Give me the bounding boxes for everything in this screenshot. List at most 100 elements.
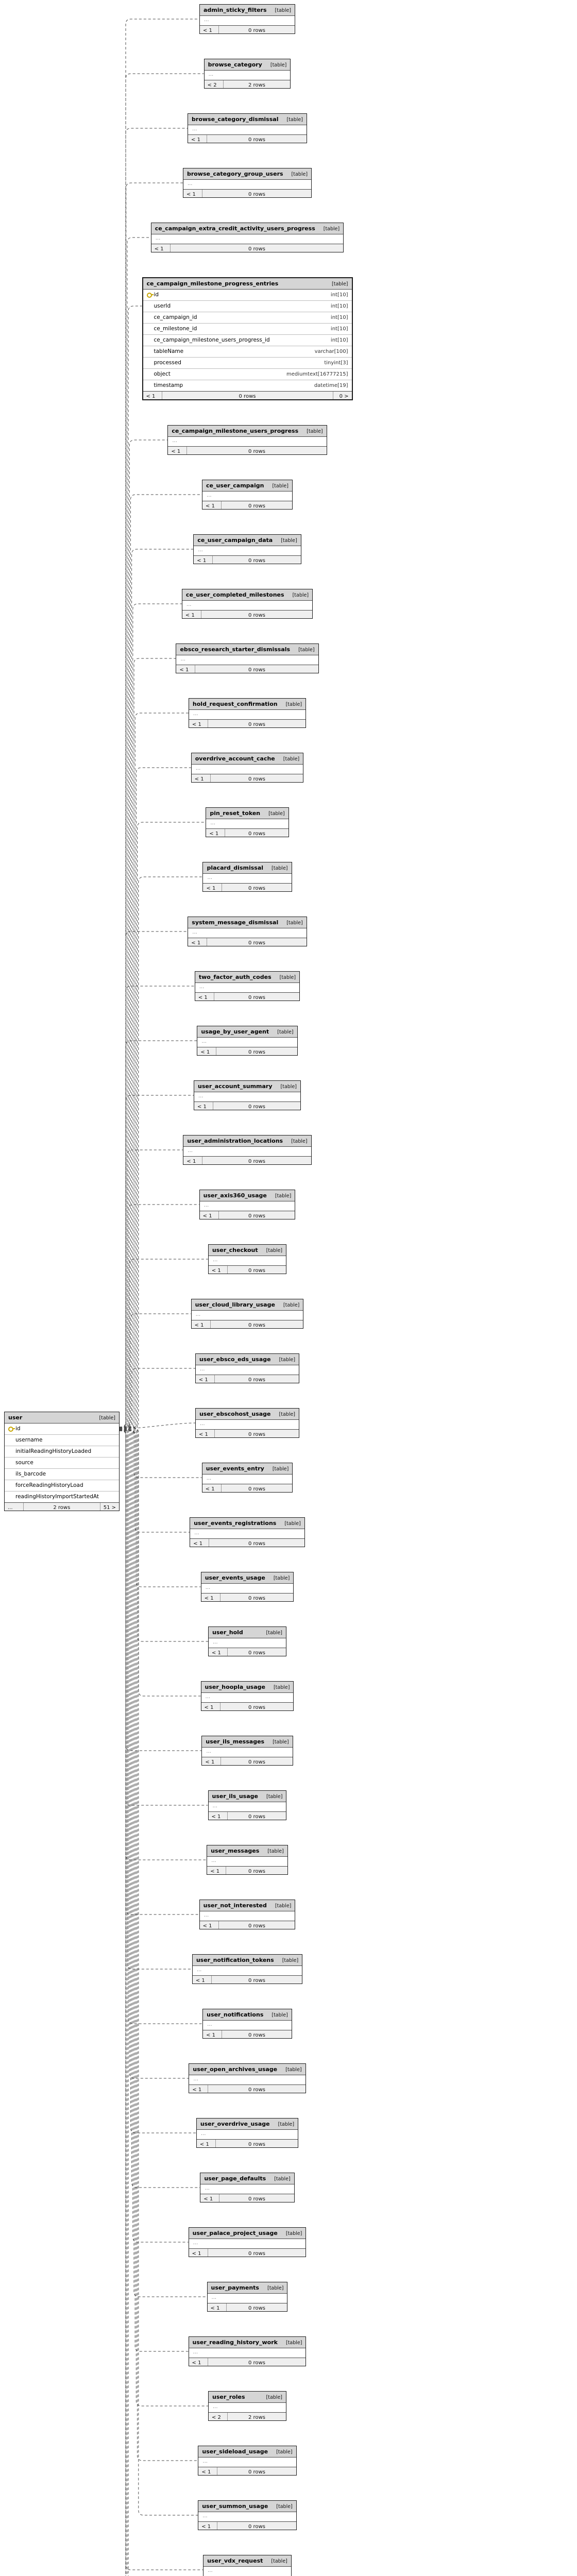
table-elided-columns: ... xyxy=(195,1312,201,1317)
table-node-user_notification_tokens[interactable]: user_notification_tokens [table] ... < 1… xyxy=(192,1954,303,1984)
table-name: user_ils_messages xyxy=(206,1738,265,1745)
table-elided-columns: ... xyxy=(172,438,177,444)
table-node-user_ebsco_eds_usage[interactable]: user_ebsco_eds_usage [table] ... < 1 0 r… xyxy=(195,1353,300,1383)
table-name: user_open_archives_usage xyxy=(193,2066,278,2073)
table-node-user_administration_locations[interactable]: user_administration_locations [table] ..… xyxy=(183,1135,312,1165)
table-name: user_events_entry xyxy=(206,1465,264,1472)
table-node-user_open_archives_usage[interactable]: user_open_archives_usage [table] ... < 1… xyxy=(189,2063,306,2093)
table-header: user_events_registrations [table] xyxy=(190,1518,304,1529)
table-elided-columns: ... xyxy=(196,1967,202,1973)
table-node-user_ils_usage[interactable]: user_ils_usage [table] ... < 1 0 rows xyxy=(208,1790,287,1820)
table-node-ce_campaign_extra_credit_activity_users_progress[interactable]: ce_campaign_extra_credit_activity_users_… xyxy=(150,223,344,252)
table-elided-columns: ... xyxy=(193,711,198,717)
table-parent-count: < 1 xyxy=(196,1430,215,1437)
table-node-user_hoopla_usage[interactable]: user_hoopla_usage [table] ... < 1 0 rows xyxy=(200,1681,294,1711)
table-parent-count: < 1 xyxy=(151,244,171,252)
implied-relationship-edge xyxy=(120,494,202,1428)
column-name-text: tableName xyxy=(154,348,184,354)
table-header: user_events_entry [table] xyxy=(202,1463,293,1475)
table-node-user_vdx_request[interactable]: user_vdx_request [table] ... < 1 0 rows xyxy=(203,2555,292,2576)
table-node-ce_user_campaign[interactable]: ce_user_campaign [table] ... < 1 0 rows xyxy=(202,480,293,510)
table-parent-count: < 1 xyxy=(189,2249,208,2257)
table-node-ce_campaign_milestone_users_progress[interactable]: ce_campaign_milestone_users_progress [ta… xyxy=(167,425,327,455)
table-type-badge: [table] xyxy=(279,975,296,980)
table-type-badge: [table] xyxy=(272,1466,289,1472)
table-node-ce_user_campaign_data[interactable]: ce_user_campaign_data [table] ... < 1 0 … xyxy=(193,534,301,564)
table-node-user_account_summary[interactable]: user_account_summary [table] ... < 1 0 r… xyxy=(193,1080,301,1110)
implied-relationship-edge xyxy=(120,1427,198,2461)
table-column-row: ce_campaign_milestone_users_progress_id … xyxy=(143,334,352,346)
table-footer: < 1 0 rows xyxy=(207,2303,287,2311)
table-node-user_sideload_usage[interactable]: user_sideload_usage [table] ... < 1 0 ro… xyxy=(198,2446,297,2476)
table-node-user_cloud_library_usage[interactable]: user_cloud_library_usage [table] ... < 1… xyxy=(191,1299,304,1329)
column-name-text: object xyxy=(154,371,171,377)
implied-relationship-edge xyxy=(120,1429,202,1478)
table-node-ce_user_completed_milestones[interactable]: ce_user_completed_milestones [table] ...… xyxy=(181,589,313,619)
table-node-hold_request_confirmation[interactable]: hold_request_confirmation [table] ... < … xyxy=(188,698,307,728)
table-type-badge: [table] xyxy=(285,2231,302,2236)
table-elided-columns: ... xyxy=(193,2349,198,2355)
table-node-system_message_dismissal[interactable]: system_message_dismissal [table] ... < 1… xyxy=(188,917,307,946)
table-parent-count: < 1 xyxy=(207,1867,227,1874)
table-node-browse_category_group_users[interactable]: browse_category_group_users [table] ... … xyxy=(182,168,312,198)
table-elided-columns: ... xyxy=(188,1148,193,1154)
table-node-user_reading_history_work[interactable]: user_reading_history_work [table] ... < … xyxy=(188,2336,307,2366)
table-name: system_message_dismissal xyxy=(192,919,279,926)
table-node-admin_sticky_filters[interactable]: admin_sticky_filters [table] ... < 1 0 r… xyxy=(199,4,296,34)
table-footer: < 1 0 rows xyxy=(151,244,344,252)
table-node-overdrive_account_cache[interactable]: overdrive_account_cache [table] ... < 1 … xyxy=(191,753,304,783)
table-node-user_not_interested[interactable]: user_not_interested [table] ... < 1 0 ro… xyxy=(199,1900,296,1929)
table-name: user_vdx_request xyxy=(207,2557,263,2564)
table-parent-count: < 1 xyxy=(188,135,208,143)
table-type-badge: [table] xyxy=(281,538,297,544)
table-name: ce_user_campaign xyxy=(206,482,264,489)
table-row-count: 0 rows xyxy=(248,137,265,143)
table-node-browse_category_dismissal[interactable]: browse_category_dismissal [table] ... < … xyxy=(188,113,307,143)
table-node-user_summon_usage[interactable]: user_summon_usage [table] ... < 1 0 rows xyxy=(198,2500,297,2530)
implied-relationship-edge xyxy=(119,1422,195,1429)
table-node-browse_category[interactable]: browse_category [table] ... < 2 2 rows xyxy=(203,59,291,89)
implied-relationship-edge xyxy=(120,876,203,1428)
table-node-user_events_entry[interactable]: user_events_entry [table] ... < 1 0 rows xyxy=(201,1463,293,1493)
table-elided-columns: ... xyxy=(198,1093,203,1099)
table-node-ce_campaign_milestone_progress_entries[interactable]: ce_campaign_milestone_progress_entries [… xyxy=(142,277,353,400)
table-footer: < 1 0 rows xyxy=(202,1484,293,1492)
table-node-usage_by_user_agent[interactable]: usage_by_user_agent [table] ... < 1 0 ro… xyxy=(197,1026,298,1056)
table-node-placard_dismissal[interactable]: placard_dismissal [table] ... < 1 0 rows xyxy=(202,862,292,892)
table-row-count: 0 rows xyxy=(248,1486,265,1492)
table-parent-count: < 1 xyxy=(183,1157,203,1164)
table-node-ebsco_research_starter_dismissals[interactable]: ebsco_research_starter_dismissals [table… xyxy=(176,643,319,673)
table-node-user_events_usage[interactable]: user_events_usage [table] ... < 1 0 rows xyxy=(200,1572,294,1602)
table-node-user_events_registrations[interactable]: user_events_registrations [table] ... < … xyxy=(190,1517,305,1547)
table-node-user_messages[interactable]: user_messages [table] ... < 1 0 rows xyxy=(207,1845,288,1875)
column-name: processed xyxy=(147,359,181,367)
table-node-user_axis360_usage[interactable]: user_axis360_usage [table] ... < 1 0 row… xyxy=(199,1190,296,1219)
table-footer: < 1 0 rows xyxy=(194,555,301,564)
table-columns: id int[10] userId int[10] ce_campaign_id… xyxy=(143,290,352,391)
table-type-badge: [table] xyxy=(271,2012,288,2018)
column-name: ils_barcode xyxy=(8,1470,46,1478)
implied-relationship-edge xyxy=(120,439,168,1431)
table-node-user_overdrive_usage[interactable]: user_overdrive_usage [table] ... < 1 0 r… xyxy=(196,2118,299,2148)
user-pk-row: id xyxy=(5,1423,119,1434)
table-node-user_ils_messages[interactable]: user_ils_messages [table] ... < 1 0 rows xyxy=(201,1736,293,1766)
table-header: user_hoopla_usage [table] xyxy=(201,1682,294,1693)
table-elided-columns: ... xyxy=(210,820,215,826)
table-node-user_hold[interactable]: user_hold [table] ... < 1 0 rows xyxy=(208,1626,286,1656)
table-column-row: processed tinyint[3] xyxy=(143,357,352,368)
table-node-user_checkout[interactable]: user_checkout [table] ... < 1 0 rows xyxy=(208,1244,287,1274)
table-elided-columns: ... xyxy=(180,656,185,662)
table-node-user_payments[interactable]: user_payments [table] ... < 1 0 rows xyxy=(207,2282,288,2312)
table-node-user[interactable]: user [table] id username initialReadingH… xyxy=(4,1412,120,1511)
table-name: user_not_interested xyxy=(203,1902,267,1909)
table-node-user_page_defaults[interactable]: user_page_defaults [table] ... < 1 0 row… xyxy=(200,2173,295,2202)
column-name: id xyxy=(8,1425,21,1433)
table-node-user_notifications[interactable]: user_notifications [table] ... < 1 0 row… xyxy=(202,2009,292,2039)
table-column-row: readingHistoryImportStartedAt xyxy=(5,1491,119,1502)
table-node-user_roles[interactable]: user_roles [table] ... < 2 2 rows xyxy=(208,2391,286,2421)
table-node-user_palace_project_usage[interactable]: user_palace_project_usage [table] ... < … xyxy=(188,2227,307,2257)
table-parent-count: < 1 xyxy=(189,2085,209,2093)
table-node-user_ebscohost_usage[interactable]: user_ebscohost_usage [table] ... < 1 0 r… xyxy=(195,1408,300,1438)
table-node-pin_reset_token[interactable]: pin_reset_token [table] ... < 1 0 rows xyxy=(206,807,289,837)
table-node-two_factor_auth_codes[interactable]: two_factor_auth_codes [table] ... < 1 0 … xyxy=(194,971,300,1001)
